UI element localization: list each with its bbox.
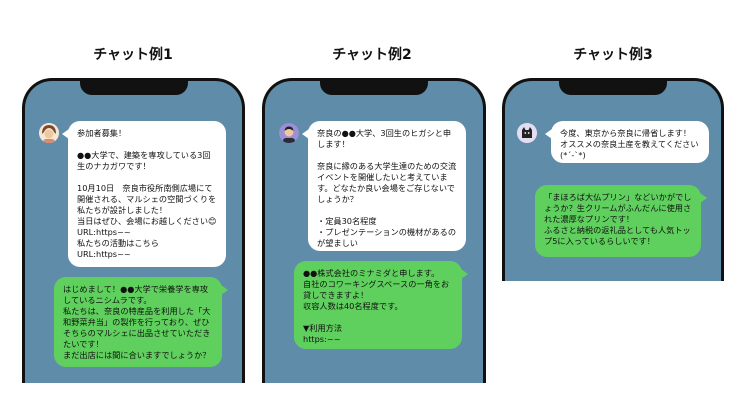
outgoing-message: 「まほろば大仏プリン」などいかがでしょうか？生クリームがふんだんに使用された濃厚… xyxy=(535,185,707,257)
avatar-man-icon xyxy=(279,123,299,143)
avatar-cat-icon xyxy=(517,123,537,143)
phone-notch xyxy=(320,81,428,95)
phone-notch xyxy=(79,81,188,95)
incoming-message: 今度、東京から奈良に帰省します！ オススメの奈良土産を教えてください(*´-`*… xyxy=(545,121,709,163)
incoming-message: 参加者募集！ ●●大学で、建築を専攻している3回生のナカガワです！ 10月10日… xyxy=(62,121,226,267)
phone-notch xyxy=(559,81,667,95)
phone-chat-3: 今度、東京から奈良に帰省します！ オススメの奈良土産を教えてください(*´-`*… xyxy=(502,78,724,281)
incoming-message: 奈良の●●大学、3回生のヒガシと申します！ 奈良に縁のある大学生達のための交流イ… xyxy=(302,121,466,251)
phone-chat-2: 奈良の●●大学、3回生のヒガシと申します！ 奈良に縁のある大学生達のための交流イ… xyxy=(262,78,486,383)
caption-chat-3: チャット例3 xyxy=(573,47,653,63)
outgoing-message: はじめまして！●●大学で栄養学を専攻しているニシムラです。 私たちは、奈良の特産… xyxy=(54,277,228,367)
caption-chat-2: チャット例2 xyxy=(332,47,412,63)
caption-chat-1: チャット例1 xyxy=(93,47,173,63)
phone-chat-1: 参加者募集！ ●●大学で、建築を専攻している3回生のナカガワです！ 10月10日… xyxy=(22,78,245,383)
outgoing-message: ●●株式会社のミナミダと申します。 自社のコワーキングスペースの一角をお貸しでき… xyxy=(294,261,468,349)
avatar-woman-icon xyxy=(39,123,59,143)
